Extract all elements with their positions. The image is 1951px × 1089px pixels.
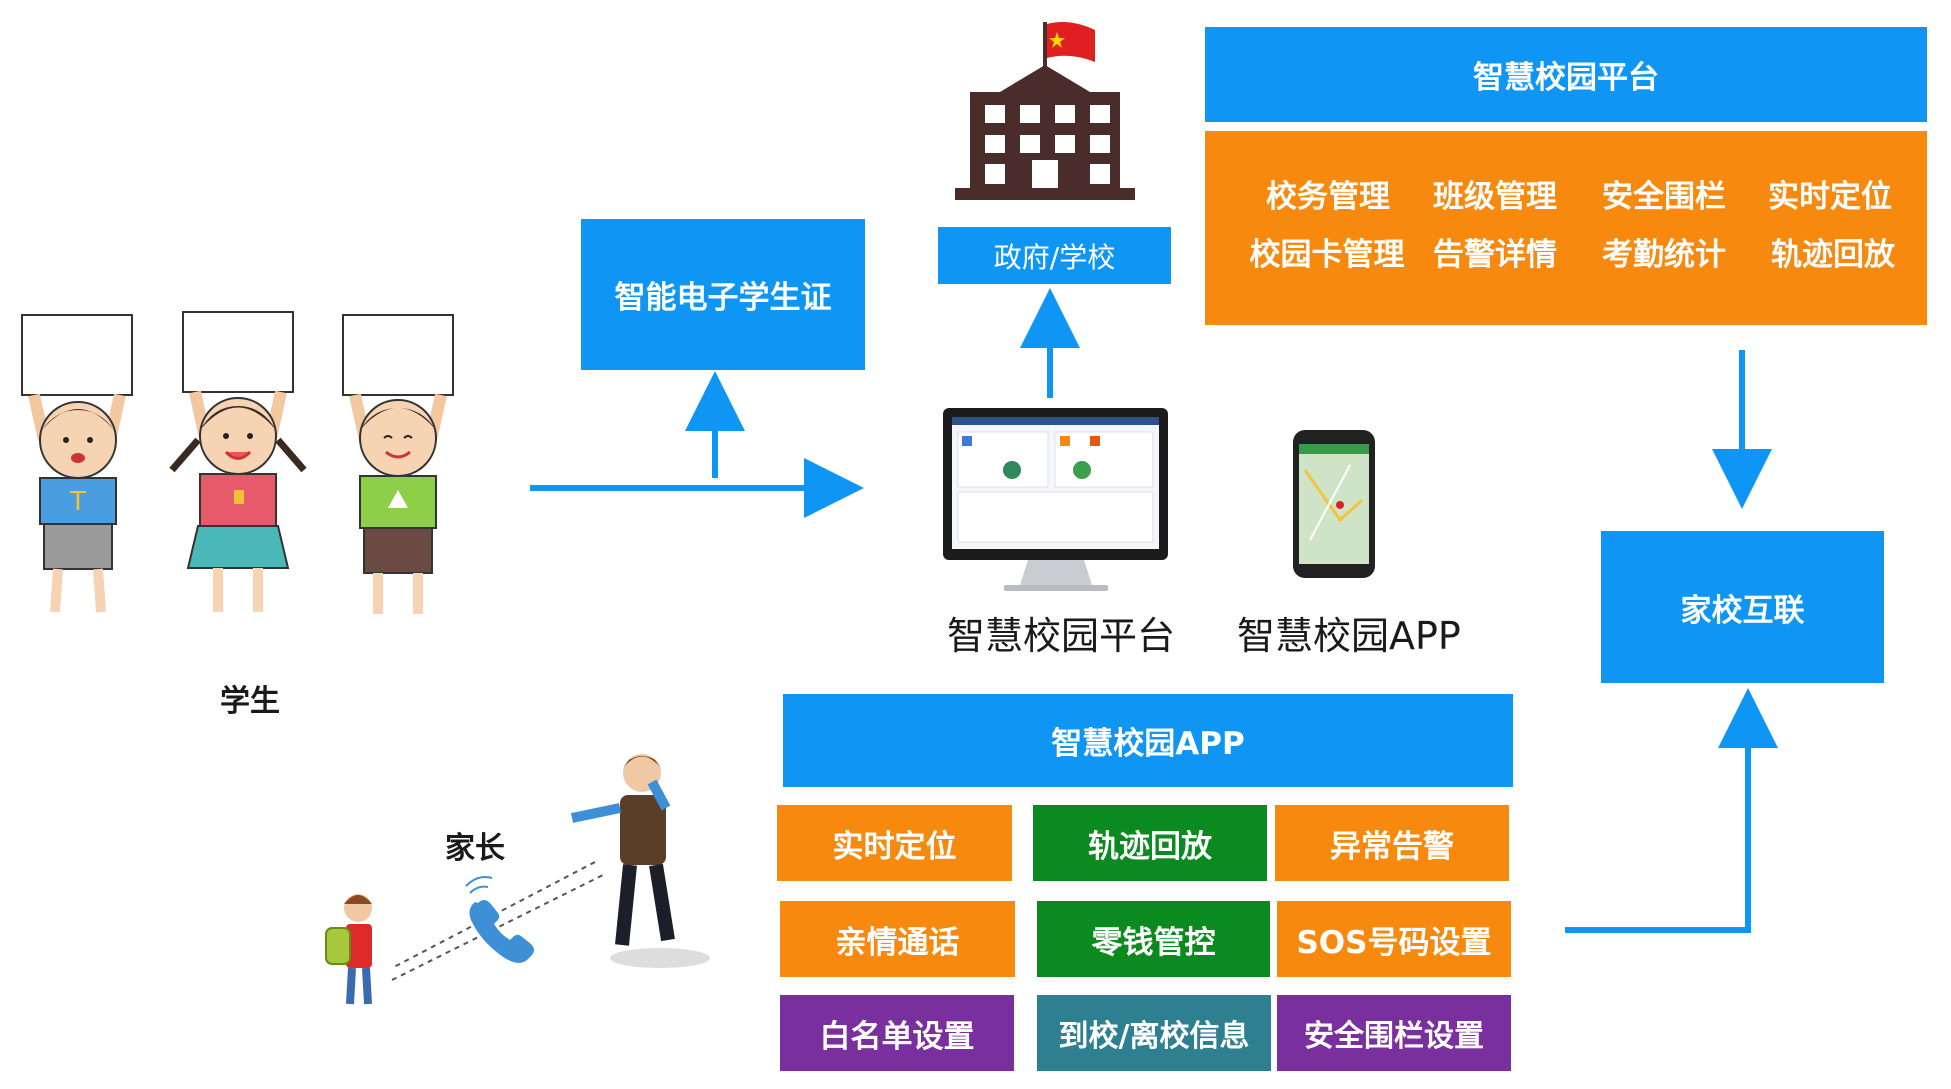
- platform-panel-title: 智慧校园平台: [1473, 60, 1659, 96]
- platform-feature: 校园卡管理: [1249, 237, 1405, 273]
- student-figure-3: [342, 314, 454, 614]
- parent-label: 家长: [445, 831, 505, 866]
- arrow-app-to-home-school: [1565, 688, 1778, 933]
- app-tile-label: 到校/离校信息: [1058, 1019, 1250, 1054]
- home-school-link-box: 家校互联: [1601, 531, 1884, 683]
- students-label: 学生: [220, 684, 280, 719]
- app-tile: 实时定位: [777, 805, 1012, 881]
- smart-student-card-label: 智能电子学生证: [614, 280, 832, 316]
- app-tile-label: SOS号码设置: [1296, 924, 1492, 961]
- home-school-label: 家校互联: [1680, 592, 1805, 629]
- gov-school-box: 政府/学校: [938, 227, 1171, 284]
- student-figure-2: [169, 311, 307, 612]
- platform-feature: 轨迹回放: [1771, 237, 1895, 273]
- platform-feature: 考勤统计: [1602, 237, 1726, 273]
- svg-text:T: T: [69, 487, 86, 517]
- platform-feature: 校务管理: [1266, 179, 1390, 215]
- app-tile: 异常告警: [1275, 805, 1509, 881]
- app-panel-title: 智慧校园APP: [1051, 726, 1245, 762]
- app-tile-label: 亲情通话: [835, 924, 960, 961]
- gov-school-label: 政府/学校: [993, 240, 1116, 274]
- app-tile-label: 零钱管控: [1091, 924, 1216, 961]
- child-figure: [325, 894, 372, 1005]
- app-tile: 安全围栏设置: [1277, 995, 1511, 1071]
- app-tile: 亲情通话: [780, 901, 1015, 977]
- platform-device-caption: 智慧校园平台: [947, 614, 1176, 658]
- smartphone-icon: [1293, 430, 1375, 578]
- platform-feature: 安全围栏: [1602, 179, 1726, 215]
- app-tile-label: 轨迹回放: [1088, 828, 1212, 865]
- app-tile-label: 安全围栏设置: [1304, 1019, 1484, 1054]
- platform-feature: 班级管理: [1433, 179, 1557, 215]
- app-tile: 零钱管控: [1037, 901, 1270, 977]
- monitor-icon: [943, 408, 1168, 591]
- smart-student-card-box: 智能电子学生证: [581, 219, 865, 370]
- phone-call-icon: [465, 876, 534, 963]
- app-tile-label: 实时定位: [832, 828, 957, 865]
- platform-feature: 实时定位: [1768, 179, 1892, 215]
- app-tile-label: 白名单设置: [819, 1018, 975, 1055]
- platform-feature: 告警详情: [1433, 237, 1557, 273]
- app-tile-label: 异常告警: [1330, 828, 1454, 865]
- platform-features-panel: 校务管理 班级管理 安全围栏 实时定位 校园卡管理 告警详情 考勤统计 轨迹回放: [1205, 131, 1927, 325]
- app-device-caption: 智慧校园APP: [1237, 614, 1461, 658]
- app-panel-title-bar: 智慧校园APP: [783, 694, 1513, 787]
- app-tile: SOS号码设置: [1277, 901, 1511, 977]
- student-figure-1: T: [21, 314, 133, 613]
- china-flag-icon: [1043, 22, 1095, 72]
- app-tile: 轨迹回放: [1033, 805, 1267, 881]
- platform-panel-title-bar: 智慧校园平台: [1205, 27, 1927, 122]
- parent-figure: [570, 754, 710, 968]
- app-tile: 白名单设置: [780, 995, 1014, 1071]
- app-tile: 到校/离校信息: [1037, 995, 1271, 1071]
